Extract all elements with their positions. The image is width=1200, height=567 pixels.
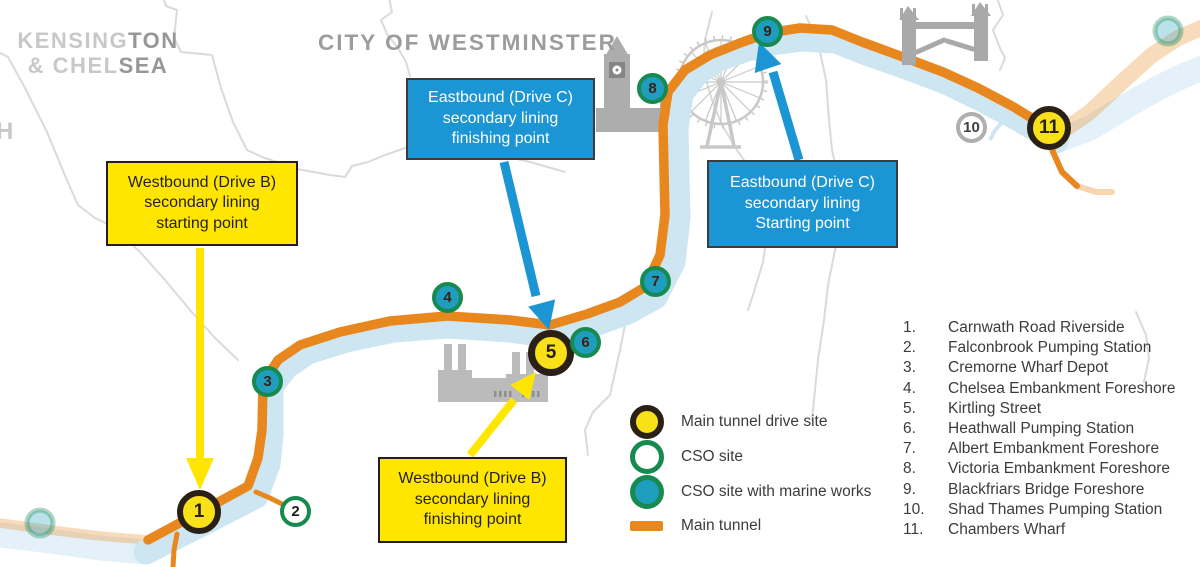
site-number: 3. — [903, 359, 916, 377]
cso-marine-icon — [630, 474, 664, 509]
site-marker-4[interactable]: 4 — [432, 282, 463, 313]
site-number: 5. — [903, 399, 916, 417]
legend-label: Main tunnel drive site — [681, 412, 828, 430]
site-number: 11. — [903, 520, 924, 538]
callout-line: finishing point — [451, 130, 550, 148]
site-number: 1. — [903, 319, 916, 337]
cso-site-icon — [630, 439, 664, 474]
legend-item-cso-marine: CSO site with marine works — [630, 474, 871, 509]
callout-line: Westbound (Drive B) — [127, 173, 277, 191]
site-list-row: 9. Blackfriars Bridge Foreshore — [903, 480, 1175, 500]
site-name: Cremorne Wharf Depot — [948, 359, 1109, 377]
site-marker-1[interactable]: 1 — [177, 490, 221, 534]
site-list-row: 4. Chelsea Embankment Foreshore — [903, 379, 1175, 399]
site-list-row: 6. Heathwall Pumping Station — [903, 419, 1175, 439]
boundary-right-edge — [1135, 311, 1150, 383]
battersea-power-station-illustration — [438, 344, 548, 402]
site-number: 6. — [903, 420, 916, 438]
site-name: Kirtling Street — [948, 399, 1042, 417]
site-name: Heathwall Pumping Station — [948, 420, 1135, 438]
callout-westbound-starting-point: Westbound (Drive B) secondary lining sta… — [106, 161, 298, 246]
site-number: 9. — [903, 480, 916, 498]
site-number: 10. — [903, 500, 925, 518]
callout-line: secondary lining — [414, 490, 531, 508]
legend-item-cso-site: CSO site — [630, 439, 871, 474]
arrow-westbound-finish — [466, 372, 536, 458]
arrow-eastbound-finish — [499, 160, 556, 330]
site-name: Albert Embankment Foreshore — [948, 440, 1160, 458]
site-marker-7[interactable]: 7 — [640, 266, 671, 297]
label-kensington-chelsea: KENSINGTON & CHELSEA — [14, 28, 182, 79]
callout-westbound-finishing-point: Westbound (Drive B) secondary lining fin… — [378, 457, 567, 543]
site-marker-2[interactable]: 2 — [280, 496, 311, 527]
label-text: & CHEL — [27, 53, 119, 79]
site-list-row: 7. Albert Embankment Foreshore — [903, 439, 1175, 459]
callout-line: secondary lining — [744, 194, 861, 212]
legend-label: CSO site with marine works — [681, 482, 872, 500]
faded-site-markers — [24, 15, 1184, 539]
legend-item-drive-site: Main tunnel drive site — [630, 404, 871, 439]
site-marker-3[interactable]: 3 — [252, 366, 283, 397]
callout-line: Eastbound (Drive C) — [428, 89, 573, 107]
site-number: 2. — [903, 339, 916, 357]
site-number: 7. — [903, 440, 916, 458]
site-list-row: 1. Carnwath Road Riverside — [903, 318, 1175, 338]
boundary-west-diagonal — [0, 51, 239, 361]
tower-bridge-illustration — [899, 2, 991, 65]
callout-eastbound-starting-point: Eastbound (Drive C) secondary lining Sta… — [707, 160, 898, 248]
site-list-row: 5. Kirtling Street — [903, 399, 1175, 419]
label-text: TON — [128, 28, 179, 53]
callout-arrows — [186, 42, 804, 490]
callout-line: finishing point — [423, 511, 522, 529]
site-list-row: 2. Falconbrook Pumping Station — [903, 338, 1175, 358]
arrow-westbound-start — [186, 248, 214, 490]
legend-item-main-tunnel: Main tunnel — [630, 509, 871, 542]
site-name: Carnwath Road Riverside — [948, 319, 1125, 337]
callout-eastbound-finishing-point: Eastbound (Drive C) secondary lining fin… — [406, 78, 595, 160]
site-name: Shad Thames Pumping Station — [948, 500, 1163, 518]
boundary-tower-squiggle — [992, 0, 1006, 71]
site-list-row: 11. Chambers Wharf — [903, 520, 1175, 540]
drive-site-icon — [630, 404, 664, 439]
legend-label: Main tunnel — [681, 516, 762, 534]
site-name: Victoria Embankment Foreshore — [948, 460, 1170, 478]
legend: Main tunnel drive site CSO site CSO site… — [630, 404, 871, 542]
callout-line: Westbound (Drive B) — [398, 470, 547, 488]
site-marker-8[interactable]: 8 — [637, 73, 668, 104]
label-text: KENSING — [17, 28, 129, 53]
site-list-row: 10. Shad Thames Pumping Station — [903, 500, 1175, 520]
faded-route-extensions — [0, 19, 1200, 565]
site-marker-5[interactable]: 5 — [528, 330, 574, 376]
site-list-row: 3. Cremorne Wharf Depot — [903, 358, 1175, 378]
site-list-row: 8. Victoria Embankment Foreshore — [903, 459, 1175, 479]
callout-line: starting point — [156, 214, 248, 232]
legend-label: CSO site — [681, 447, 744, 465]
label-edge-borough: H — [0, 118, 15, 145]
boundary-top-squiggle — [380, 0, 411, 77]
site-number: 8. — [903, 460, 916, 478]
river-tributary — [988, 110, 1014, 141]
site-marker-10[interactable]: 10 — [956, 112, 987, 143]
callout-line: secondary lining — [442, 109, 559, 127]
site-name: Chambers Wharf — [948, 520, 1066, 538]
site-name: Blackfriars Bridge Foreshore — [948, 480, 1145, 498]
site-list: 1. Carnwath Road Riverside 2. Falconbrook … — [903, 318, 1175, 540]
site-name: Falconbrook Pumping Station — [948, 339, 1152, 357]
site-marker-6[interactable]: 6 — [570, 327, 601, 358]
site-number: 4. — [903, 379, 916, 397]
label-city-of-westminster: CITY OF WESTMINSTER — [318, 30, 617, 55]
site-name: Chelsea Embankment Foreshore — [948, 379, 1176, 397]
site-marker-9[interactable]: 9 — [752, 16, 783, 47]
callout-line: secondary lining — [144, 194, 260, 212]
arrow-eastbound-start — [754, 42, 804, 162]
label-text: SEA — [118, 53, 169, 79]
callout-line: Starting point — [755, 215, 850, 233]
callout-line: Eastbound (Drive C) — [730, 174, 875, 192]
tunnel-line-icon — [630, 520, 663, 531]
site-marker-11[interactable]: 11 — [1027, 106, 1071, 150]
